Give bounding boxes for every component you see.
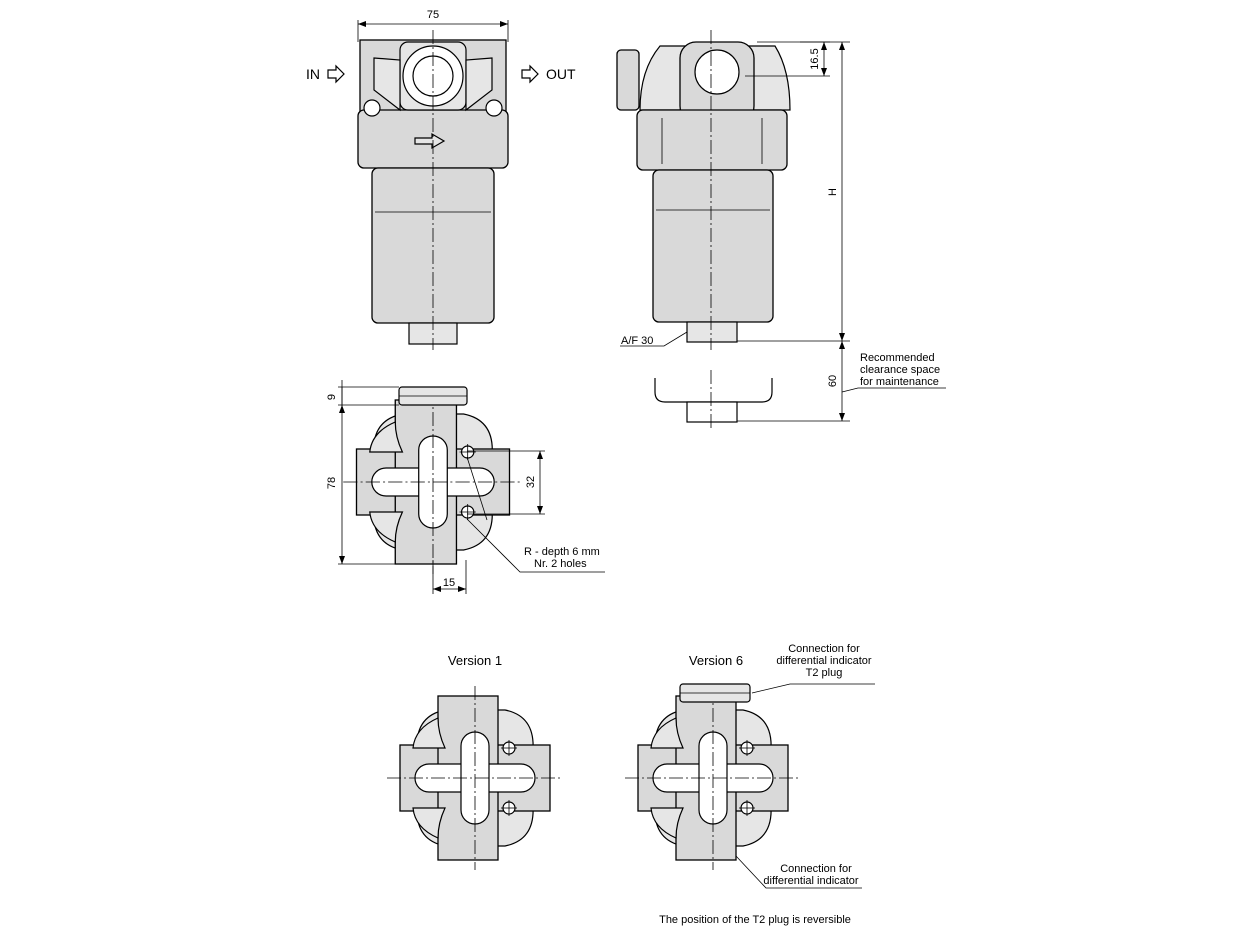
out-arrow-icon	[521, 65, 539, 83]
dim-bottom-15: 15	[443, 577, 455, 589]
top-view: 9 78 32 15 R - depth 6 mm Nr. 2 holes	[326, 380, 605, 594]
version-6-view: Version 6 Connection for differential in…	[624, 643, 875, 889]
diff-connection-line-2: differential indicator	[763, 875, 859, 887]
version-1-label: Version 1	[448, 653, 502, 668]
clearance-note-line-1: Recommended	[860, 352, 935, 364]
version-6-label: Version 6	[689, 653, 743, 668]
dim-height-16-5: 16.5	[809, 48, 821, 69]
diff-connection-line-1: Connection for	[780, 863, 852, 875]
in-arrow-icon	[327, 65, 345, 83]
dim-height-h: H	[827, 188, 839, 196]
t2-connection-line-3: T2 plug	[806, 667, 843, 679]
dim-top-9: 9	[326, 394, 338, 400]
holes-note-line-2: Nr. 2 holes	[534, 558, 587, 570]
out-label: OUT	[546, 66, 576, 82]
clearance-note-line-2: clearance space	[860, 364, 940, 376]
in-label: IN	[306, 66, 320, 82]
front-view: 75 IN OUT	[306, 9, 576, 350]
clearance-note-line-3: for maintenance	[860, 376, 939, 388]
holes-note-line-1: R - depth 6 mm	[524, 546, 600, 558]
footer-note: The position of the T2 plug is reversibl…	[659, 914, 851, 926]
dim-port-32: 32	[525, 476, 537, 488]
version-1-view: Version 1	[386, 653, 564, 871]
dim-side-78: 78	[326, 477, 338, 489]
side-view: 16.5 H 60 Recommended clearance space fo…	[616, 30, 946, 430]
af-30-label: A/F 30	[621, 335, 653, 347]
dim-clearance-60: 60	[827, 375, 839, 387]
t2-connection-line-1: Connection for	[788, 643, 860, 655]
dim-width-75: 75	[427, 9, 439, 21]
t2-connection-line-2: differential indicator	[776, 655, 872, 667]
